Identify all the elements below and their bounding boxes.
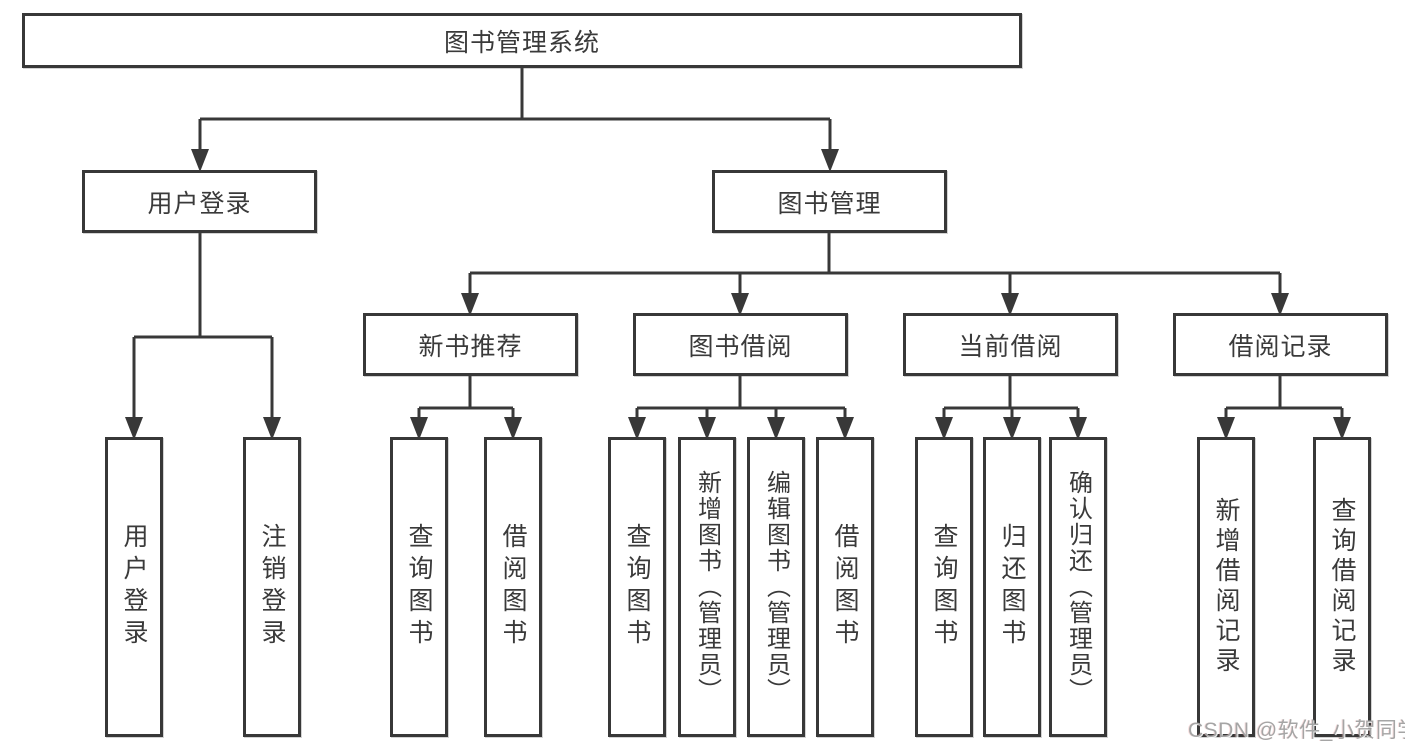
node-label: 图书借阅 — [688, 332, 793, 361]
leaf-query-books-current: 查询图书 — [915, 437, 973, 737]
node-label: 注销登录 — [258, 523, 286, 651]
leaf-add-books-admin: 新增图书（管理员） — [678, 437, 736, 737]
arrowheads — [125, 149, 1351, 440]
node-label: 新书推荐 — [418, 332, 523, 361]
leaf-query-borrow-record: 查询借阅记录 — [1313, 437, 1371, 737]
node-label: 图书管理 — [777, 189, 882, 218]
node-label: 查询图书 — [623, 523, 651, 651]
node-label: 当前借阅 — [958, 332, 1063, 361]
leaf-confirm-return-admin: 确认归还（管理员） — [1049, 437, 1107, 737]
connector-paths — [132, 68, 1344, 421]
node-borrow-records: 借阅记录 — [1173, 313, 1388, 376]
node-label: 确认归还（管理员） — [1064, 470, 1092, 704]
node-new-book-recommend: 新书推荐 — [363, 313, 578, 376]
leaf-query-books-borrow: 查询图书 — [608, 437, 666, 737]
leaf-add-borrow-record: 新增借阅记录 — [1197, 437, 1255, 737]
node-label: 借阅记录 — [1228, 332, 1333, 361]
node-book-borrow: 图书借阅 — [633, 313, 848, 376]
leaf-borrow-books-recommend: 借阅图书 — [484, 437, 542, 737]
node-library-management-system: 图书管理系统 — [22, 13, 1022, 68]
leaf-return-books: 归还图书 — [983, 437, 1041, 737]
node-current-borrow: 当前借阅 — [903, 313, 1118, 376]
node-label: 新增借阅记录 — [1212, 497, 1240, 677]
leaf-borrow-books: 借阅图书 — [816, 437, 874, 737]
node-book-management: 图书管理 — [712, 170, 947, 233]
node-label: 查询图书 — [405, 523, 433, 651]
watermark: CSDN @软件_小贺同学 — [1188, 719, 1405, 742]
node-label: 图书管理系统 — [443, 28, 600, 57]
node-label: 新增图书（管理员） — [693, 470, 721, 704]
leaf-logout: 注销登录 — [243, 437, 301, 737]
node-label: 用户登录 — [120, 523, 148, 651]
leaf-query-books-recommend: 查询图书 — [390, 437, 448, 737]
node-label: 归还图书 — [998, 523, 1026, 651]
node-label: 借阅图书 — [499, 523, 527, 651]
node-label: 查询借阅记录 — [1328, 497, 1356, 677]
leaf-user-login: 用户登录 — [105, 437, 163, 737]
node-user-login: 用户登录 — [82, 170, 317, 233]
node-label: 编辑图书（管理员） — [762, 470, 790, 704]
node-label: 借阅图书 — [831, 523, 859, 651]
leaf-edit-books-admin: 编辑图书（管理员） — [747, 437, 805, 737]
node-label: 用户登录 — [147, 189, 252, 218]
node-label: 查询图书 — [930, 523, 958, 651]
